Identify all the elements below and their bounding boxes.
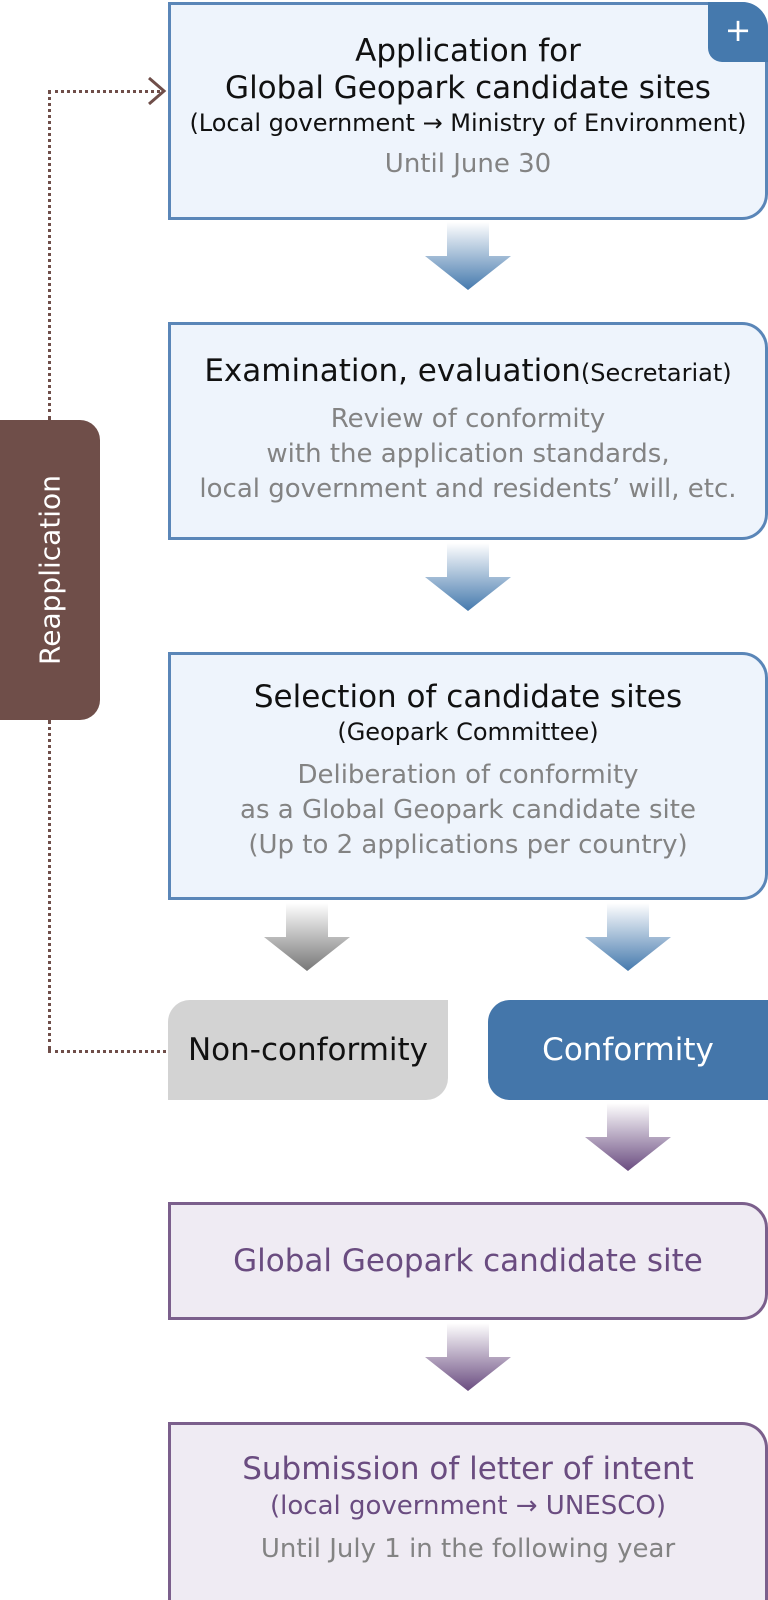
step-examination-title: Examination, evaluation(Secretariat) xyxy=(171,353,765,392)
step-selection-detail-1: Deliberation of conformity xyxy=(297,760,639,790)
reapplication-arrowhead-icon xyxy=(148,76,167,106)
reapplication-connector-entry xyxy=(48,90,160,93)
flow-arrow-2-icon xyxy=(425,543,511,611)
step-examination: Examination, evaluation(Secretariat) Rev… xyxy=(168,322,768,540)
step-application: + Application for Global Geopark candida… xyxy=(168,2,768,220)
reapplication-connector-top xyxy=(48,90,51,420)
step-selection-title: Selection of candidate sites xyxy=(253,679,683,715)
step-application-title-line2: Global Geopark candidate sites xyxy=(225,70,711,106)
outcome-conformity: Conformity xyxy=(488,1000,768,1100)
reapplication-label: Reapplication xyxy=(33,475,67,665)
expand-plus-icon[interactable]: + xyxy=(708,2,768,62)
reapplication-connector-exit xyxy=(48,1050,166,1053)
step-letter-of-intent: Submission of letter of intent (local go… xyxy=(168,1422,768,1600)
step-selection-detail-3: (Up to 2 applications per country) xyxy=(248,830,688,860)
step-letter-of-intent-title: Submission of letter of intent xyxy=(242,1451,694,1487)
flow-arrow-4-icon xyxy=(585,1103,671,1171)
step-application-subtitle: (Local government → Ministry of Environm… xyxy=(189,109,747,137)
step-examination-title-suffix: (Secretariat) xyxy=(580,359,732,387)
step-candidate-site: Global Geopark candidate site xyxy=(168,1202,768,1320)
outcome-non-conformity: Non-conformity xyxy=(168,1000,448,1100)
step-selection: Selection of candidate sites (Geopark Co… xyxy=(168,652,768,900)
step-selection-subtitle: (Geopark Committee) xyxy=(337,718,599,746)
step-candidate-site-title: Global Geopark candidate site xyxy=(233,1243,703,1279)
step-letter-of-intent-deadline: Until July 1 in the following year xyxy=(260,1534,676,1564)
step-selection-detail-2: as a Global Geopark candidate site xyxy=(240,795,696,825)
flow-arrow-nonconformity-icon xyxy=(264,903,350,971)
step-letter-of-intent-subtitle: (local government → UNESCO) xyxy=(270,1491,666,1521)
step-examination-title-main: Examination, evaluation xyxy=(204,353,581,389)
flow-arrow-conformity-icon xyxy=(585,903,671,971)
reapplication-connector-bottom xyxy=(48,720,51,1050)
step-examination-detail-3: local government and residents’ will, et… xyxy=(199,474,737,504)
step-application-title-line1: Application for xyxy=(355,33,581,69)
flow-arrow-1-icon xyxy=(425,222,511,290)
flow-arrow-5-icon xyxy=(425,1323,511,1391)
step-examination-detail-2: with the application standards, xyxy=(266,439,670,469)
step-examination-detail-1: Review of conformity xyxy=(330,404,606,434)
reapplication-badge: Reapplication xyxy=(0,420,100,720)
step-application-deadline: Until June 30 xyxy=(384,149,552,179)
